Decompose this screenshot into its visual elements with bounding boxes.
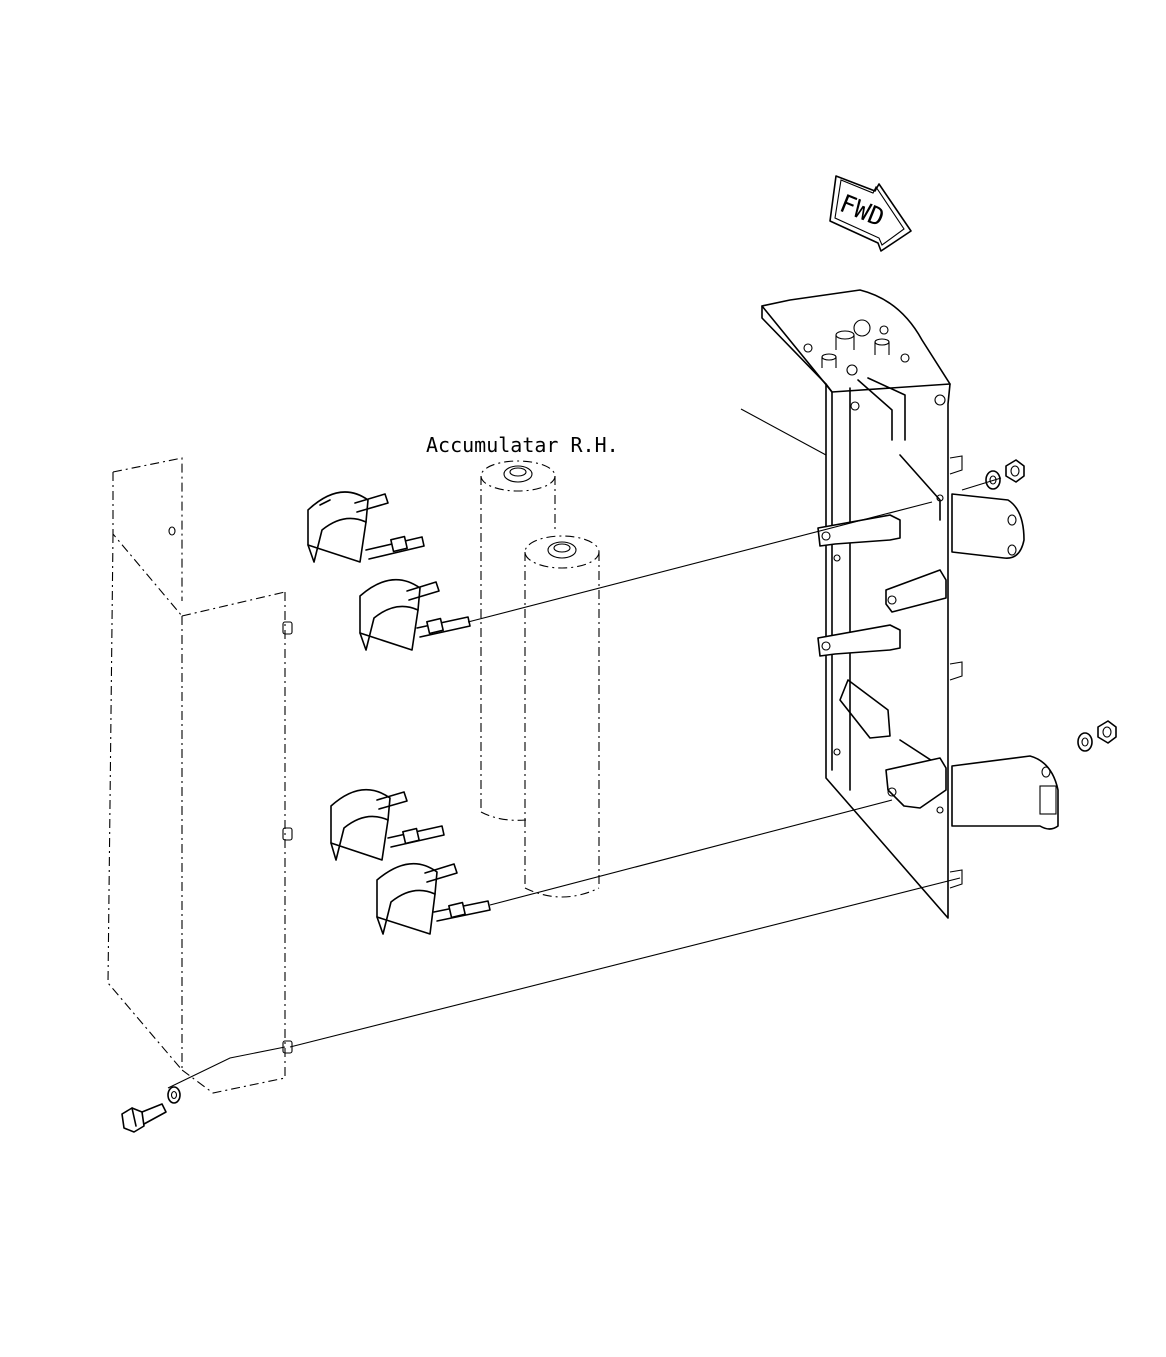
accumulator-label-group: Accumulatar R.H. [426, 408, 827, 457]
cover-panel [107, 457, 293, 1094]
band-clamp-1 [307, 491, 425, 563]
accumulator-front [524, 535, 600, 898]
mounting-bracket [761, 289, 1059, 919]
washer-nut-upper [985, 459, 1025, 490]
band-clamp-3 [330, 788, 445, 861]
assembly-lines [167, 477, 1002, 1089]
bolt-and-washer [121, 1086, 181, 1133]
band-clamp-4 [376, 862, 491, 935]
accumulator-label: Accumulatar R.H. [426, 433, 619, 457]
fwd-arrow: FWD [829, 175, 912, 252]
leader-line [740, 408, 827, 456]
accumulator-rear [480, 460, 556, 821]
washer-nut-lower [1077, 720, 1117, 752]
band-clamp-2 [359, 578, 471, 651]
